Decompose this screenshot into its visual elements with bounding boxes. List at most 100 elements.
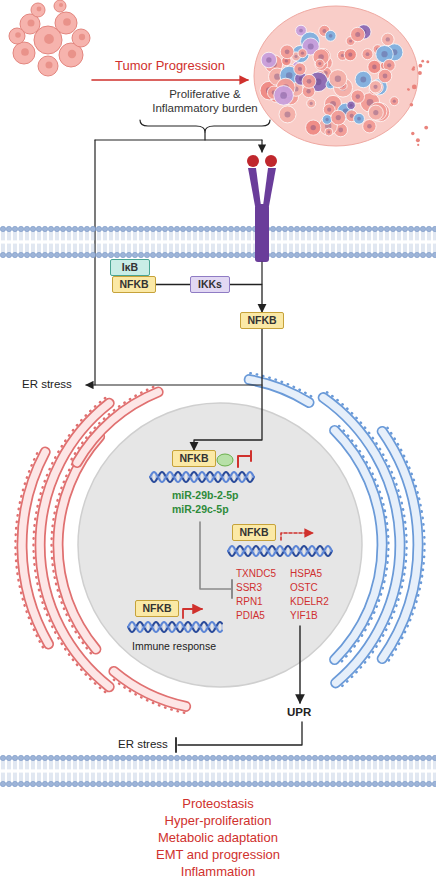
- lipid-head: [6, 252, 11, 257]
- text-label: KDELR2: [290, 596, 342, 608]
- lipid-head: [324, 252, 329, 257]
- lipid-tail: [380, 244, 382, 252]
- lipid-tail: [326, 244, 328, 252]
- er-cisterna: [382, 428, 424, 663]
- lipid-tail: [92, 761, 94, 769]
- lipid-head: [234, 755, 239, 760]
- lipid-tail: [380, 773, 382, 781]
- lipid-head: [222, 781, 227, 786]
- lipid-tail: [302, 773, 304, 781]
- lipid-tail: [206, 761, 208, 769]
- lipid-head: [24, 781, 29, 786]
- lipid-head: [312, 781, 317, 786]
- lipid-tail: [218, 761, 220, 769]
- cell-nucleus: [335, 76, 341, 82]
- lipid-tail: [272, 244, 274, 252]
- lipid-tail: [392, 244, 394, 252]
- lipid-tail: [278, 244, 280, 252]
- lipid-tail: [338, 232, 340, 240]
- lipid-head: [42, 781, 47, 786]
- lipid-head: [366, 781, 371, 786]
- lipid-tail: [422, 232, 424, 240]
- lipid-head: [96, 781, 101, 786]
- lipid-head: [288, 755, 293, 760]
- cell-nucleus: [366, 52, 370, 56]
- lipid-tail: [110, 761, 112, 769]
- lipid-tail: [62, 773, 64, 781]
- lipid-tail: [182, 773, 184, 781]
- lipid-tail: [152, 244, 154, 252]
- lipid-tail: [2, 244, 4, 252]
- lipid-head: [252, 755, 257, 760]
- lipid-tail: [314, 232, 316, 240]
- protein-box: NFKB: [172, 450, 216, 467]
- lipid-head: [198, 252, 203, 257]
- lipid-head: [378, 226, 383, 231]
- lipid-head: [366, 226, 371, 231]
- lipid-tail: [212, 232, 214, 240]
- lipid-head: [90, 226, 95, 231]
- lipid-head: [276, 781, 281, 786]
- lipid-head: [372, 781, 377, 786]
- lipid-head: [402, 226, 407, 231]
- lipid-tail: [368, 761, 370, 769]
- cell-nucleus: [298, 67, 302, 71]
- ligand: [265, 155, 277, 167]
- lipid-tail: [350, 761, 352, 769]
- lipid-tail: [434, 244, 436, 252]
- tumor-cell: [347, 101, 355, 109]
- lipid-head: [84, 252, 89, 257]
- lipid-tail: [302, 244, 304, 252]
- lipid-head: [258, 781, 263, 786]
- lipid-tail: [434, 761, 436, 769]
- lipid-head: [0, 252, 5, 257]
- lipid-head: [246, 781, 251, 786]
- cell-nucleus: [355, 32, 360, 37]
- cell-nucleus: [280, 92, 287, 99]
- lipid-tail: [158, 244, 160, 252]
- lipid-head: [204, 781, 209, 786]
- lipid-head: [24, 755, 29, 760]
- lipid-head: [306, 781, 311, 786]
- inhibition-line: [178, 722, 302, 745]
- lipid-tail: [32, 244, 34, 252]
- lipid-tail: [176, 773, 178, 781]
- lipid-head: [72, 226, 77, 231]
- lipid-tail: [2, 232, 4, 240]
- tumor-cell: [325, 128, 333, 136]
- lipid-head: [60, 781, 65, 786]
- cell-nucleus: [63, 18, 71, 26]
- lipid-head: [324, 226, 329, 231]
- lipid-head: [168, 226, 173, 231]
- lipid-tail: [146, 773, 148, 781]
- lipid-head: [228, 226, 233, 231]
- lipid-head: [312, 226, 317, 231]
- lipid-tail: [242, 761, 244, 769]
- er-outline: [22, 452, 49, 644]
- lipid-head: [198, 755, 203, 760]
- lipid-head: [132, 781, 137, 786]
- lipid-head: [108, 226, 113, 231]
- lipid-tail: [20, 232, 22, 240]
- lipid-head: [168, 781, 173, 786]
- lipid-head: [270, 252, 275, 257]
- lipid-tail: [2, 761, 4, 769]
- tumor-cell: [279, 106, 296, 123]
- lipid-tail: [374, 773, 376, 781]
- tumor-cell: [369, 102, 387, 120]
- lipid-head: [18, 781, 23, 786]
- lipid-head: [72, 781, 77, 786]
- progression-arrow: [92, 79, 248, 81]
- lipid-tail: [128, 244, 130, 252]
- lipid-head: [66, 226, 71, 231]
- lipid-head: [108, 781, 113, 786]
- cell-nucleus: [373, 110, 378, 115]
- lipid-tail: [2, 773, 4, 781]
- lipid-tail: [302, 232, 304, 240]
- lipid-tail: [146, 761, 148, 769]
- lipid-tail: [158, 232, 160, 240]
- lipid-tail: [44, 761, 46, 769]
- lipid-tail: [356, 773, 358, 781]
- lipid-head: [264, 755, 269, 760]
- lipid-tail: [110, 244, 112, 252]
